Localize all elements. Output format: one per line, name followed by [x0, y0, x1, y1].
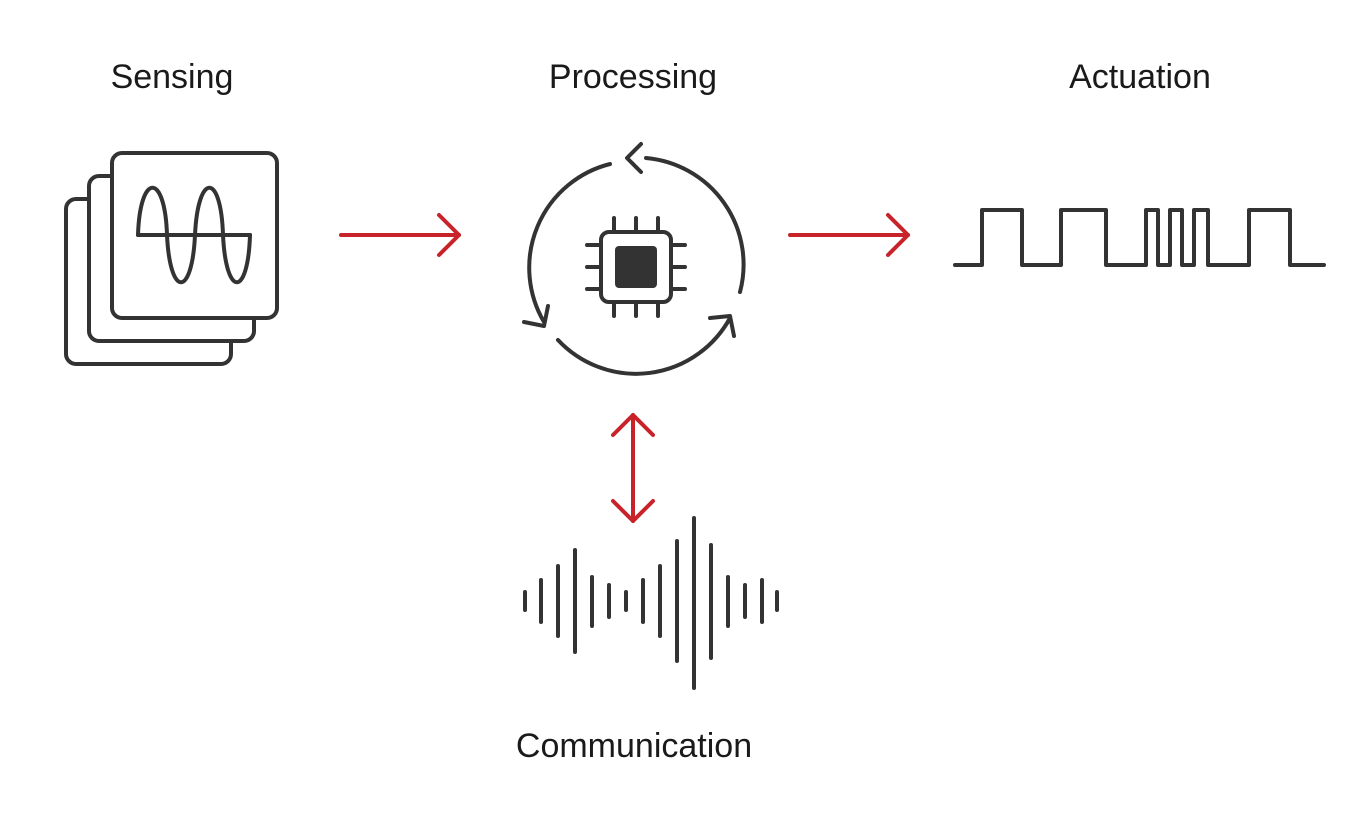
cycle-arrowhead-left [522, 304, 550, 328]
arrow-processing-communication [611, 413, 655, 523]
cycle-arc-bottom [556, 316, 732, 376]
communication-label: Communication [515, 727, 753, 765]
sine-wave [136, 186, 252, 284]
sensing-label: Sensing [110, 58, 234, 96]
arrow-sensing-to-processing [339, 213, 461, 257]
arrow-processing-to-actuation [788, 213, 910, 257]
processing-label: Processing [548, 58, 718, 96]
cycle-arc-top [644, 156, 746, 294]
cycle-arrowhead-top [625, 142, 643, 174]
pulse-signal-icon [953, 208, 1326, 267]
actuation-label: Actuation [1069, 58, 1211, 96]
cycle-arrowhead-bottom [708, 314, 736, 338]
cpu-core [615, 246, 657, 288]
audio-wave-icon [523, 516, 779, 690]
cpu-cycle-icon [522, 142, 746, 376]
stacked-waveform-cards-icon [64, 151, 279, 366]
cycle-arc-left [527, 162, 612, 324]
